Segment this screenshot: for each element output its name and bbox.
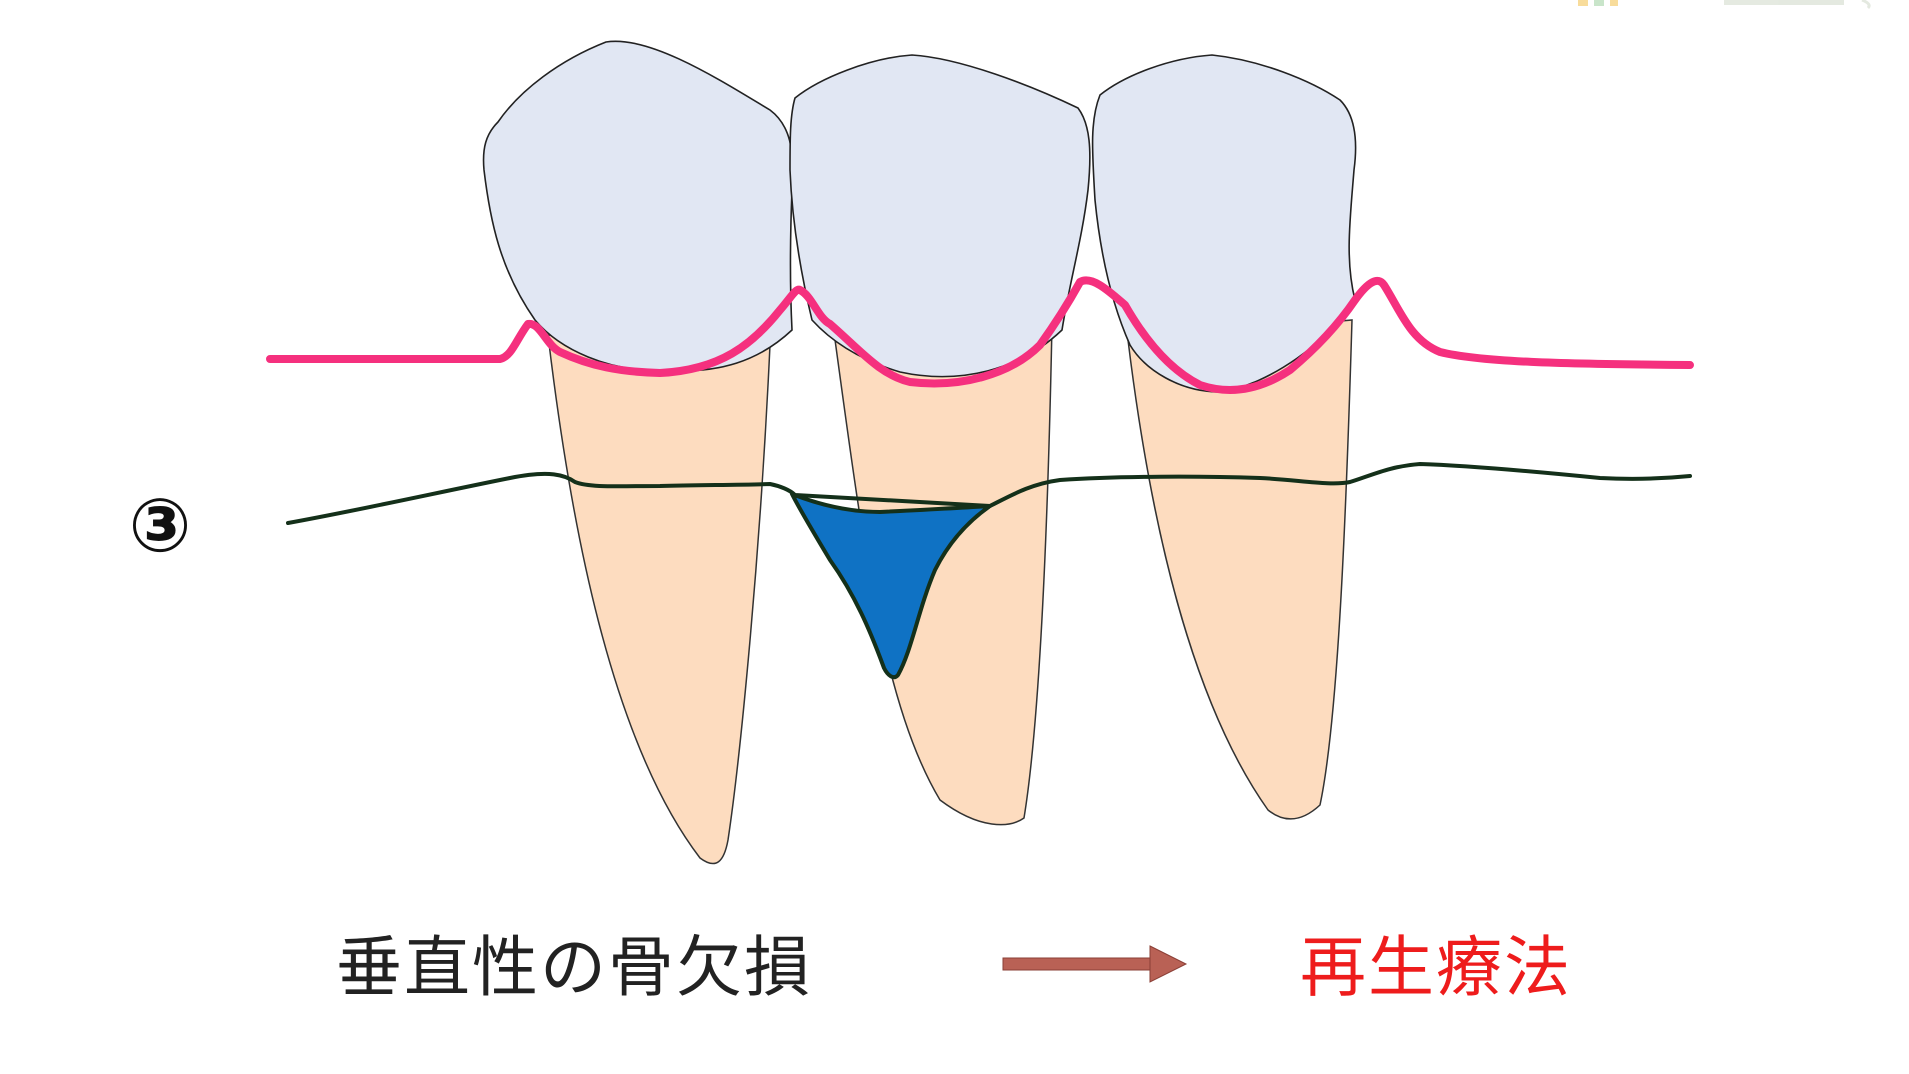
tooth-right (1127, 319, 1353, 820)
tooth-left-root (547, 334, 771, 865)
caption-right-text: 再生療法 (1300, 929, 1572, 1006)
tooth-middle-crown (789, 54, 1091, 378)
bone-defect (790, 492, 992, 680)
tooth-left-crown (482, 40, 794, 372)
logo-watermark (1578, 0, 1871, 10)
step-marker: ③ (129, 483, 192, 569)
tooth-left (547, 334, 771, 865)
bone-line (286, 462, 1692, 525)
tooth-right-root (1127, 319, 1353, 820)
gum-line (266, 276, 1694, 394)
arrow-icon (1002, 945, 1188, 983)
caption-left-text: 垂直性の骨欠損 (336, 929, 812, 1006)
